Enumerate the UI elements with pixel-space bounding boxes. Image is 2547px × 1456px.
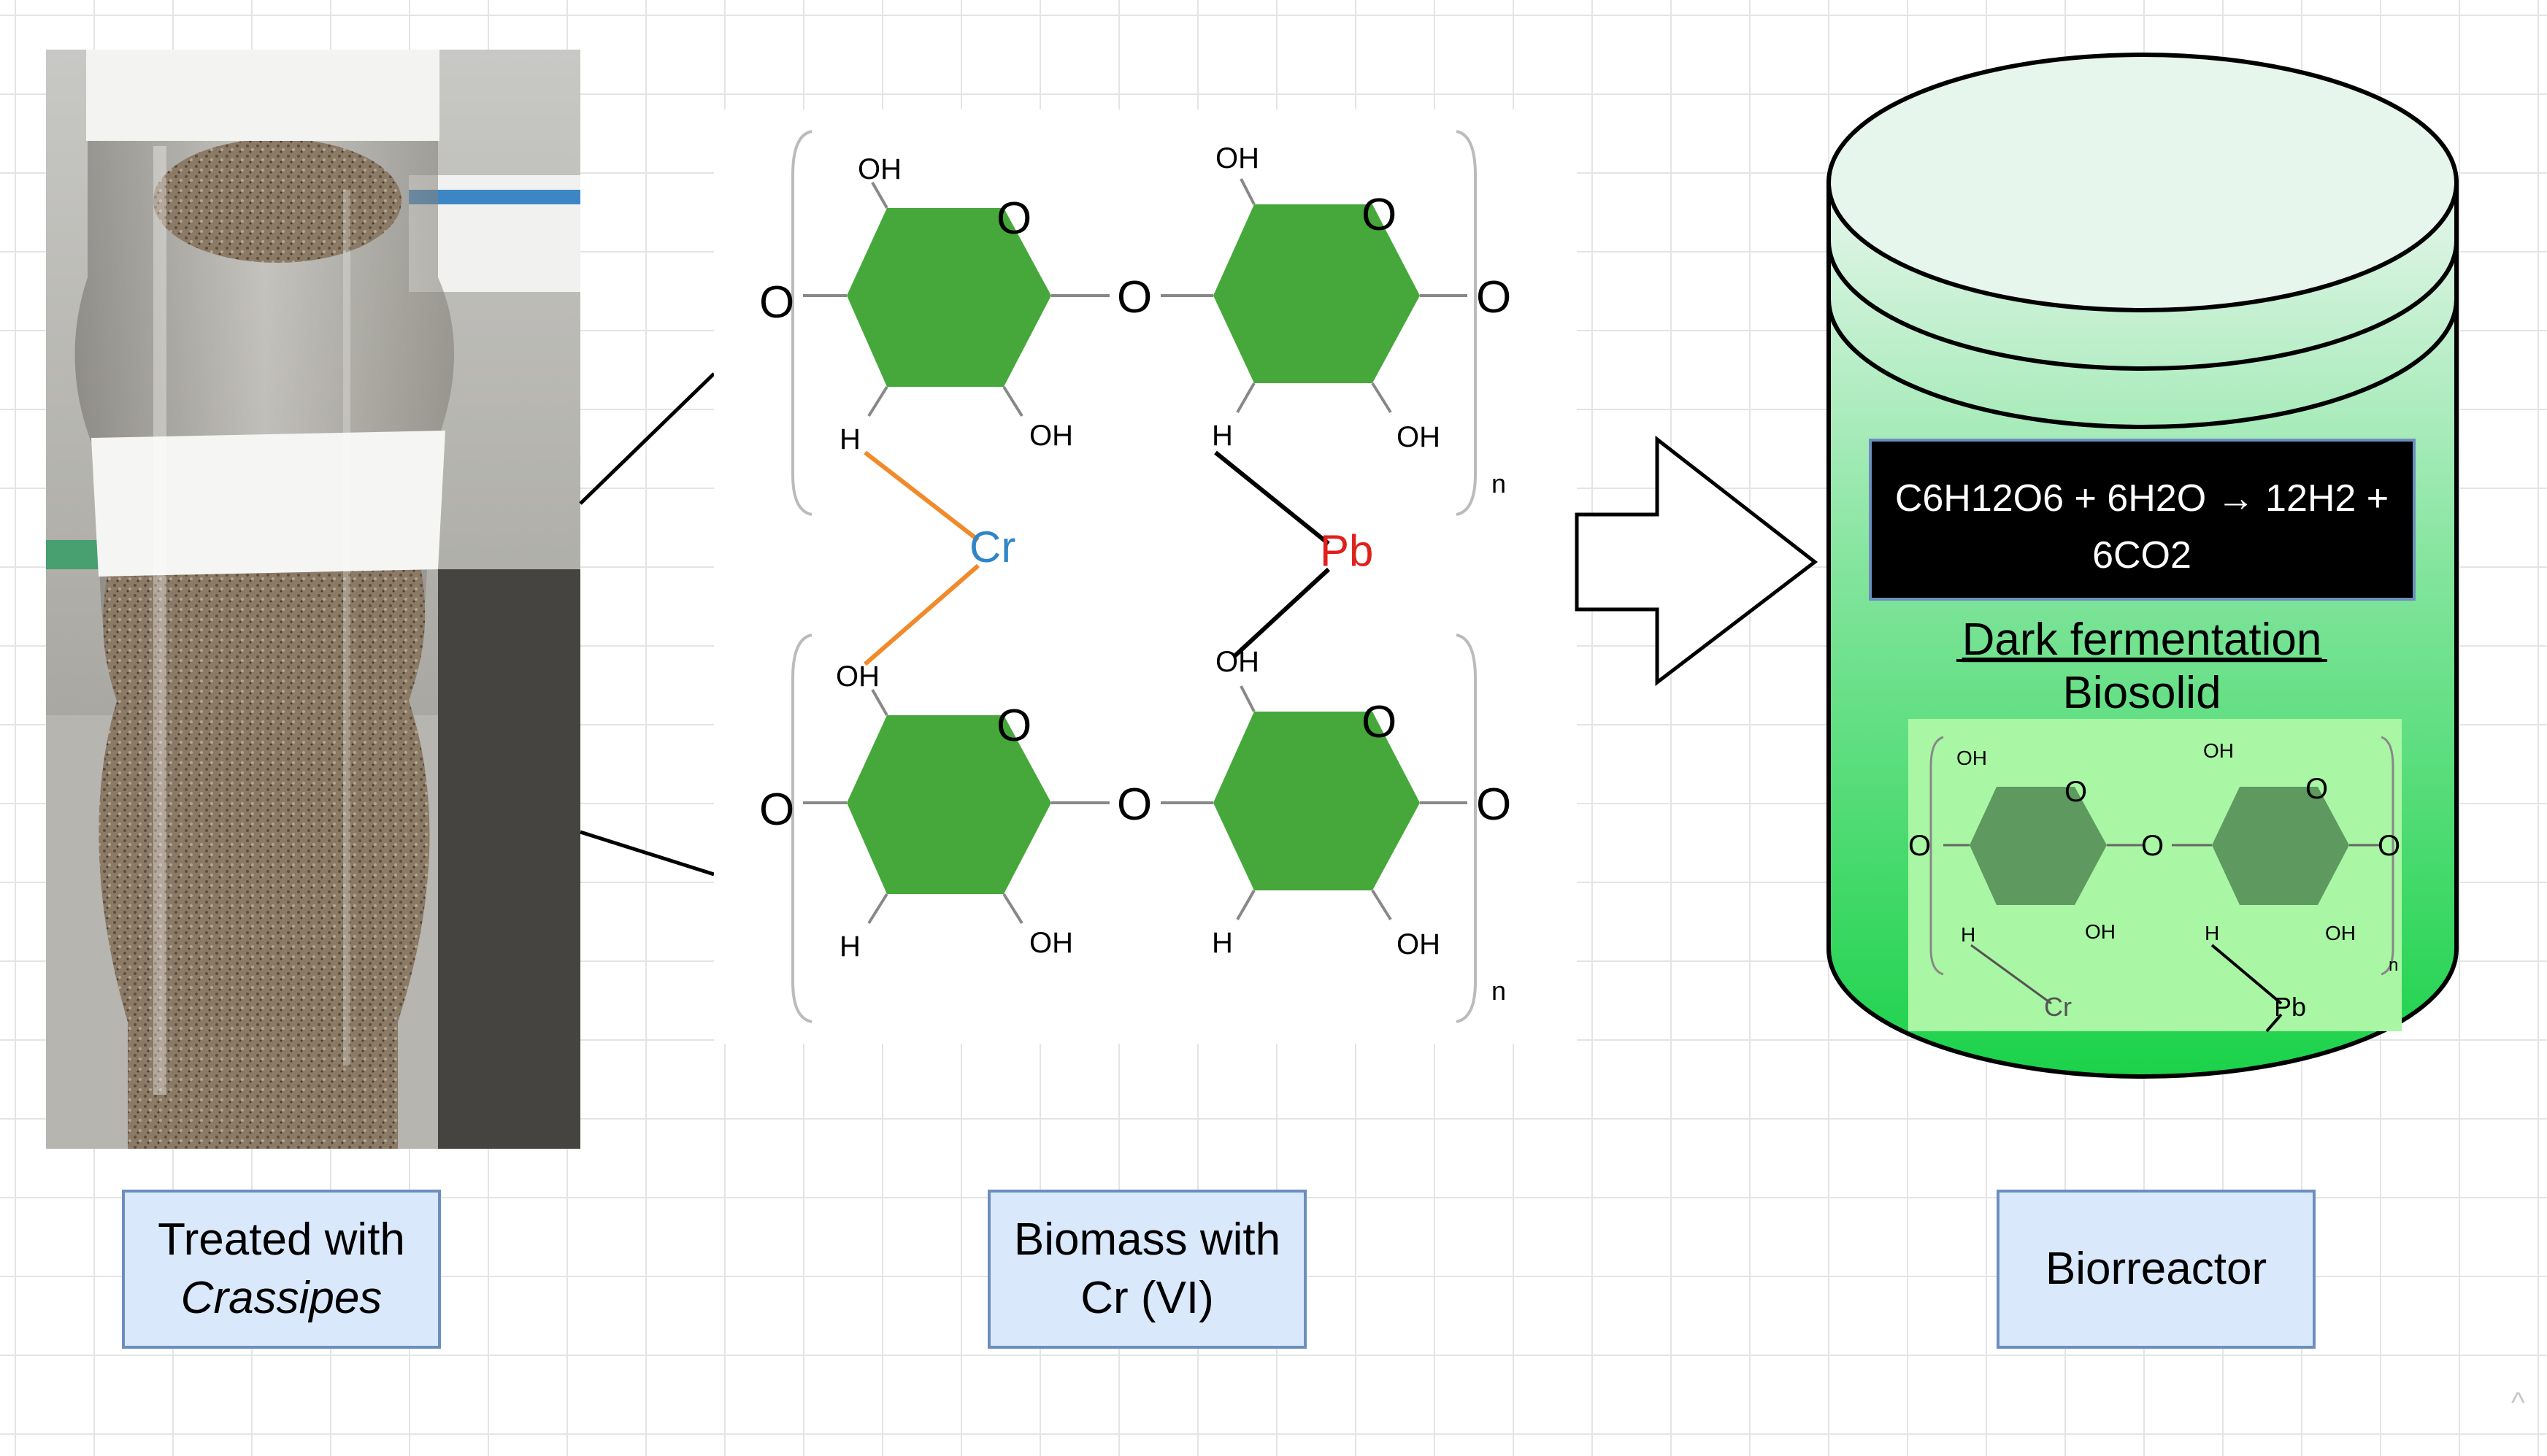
equation-line2: 6CO2: [2092, 534, 2191, 577]
caption-line: Treated with: [158, 1214, 405, 1265]
chromium-label: Cr: [969, 523, 1015, 571]
oh-label: OH: [1215, 142, 1259, 174]
o-label: O: [996, 701, 1032, 751]
o-label: O: [1361, 190, 1397, 240]
o-label: O: [996, 193, 1032, 244]
h-label: H: [1212, 927, 1233, 959]
o-label: O: [1908, 830, 1931, 862]
caption-biomass-cr[interactable]: Biomass with Cr (VI): [988, 1190, 1307, 1349]
lead-label: Pb: [2274, 992, 2306, 1022]
h-label: H: [840, 931, 861, 963]
arrow-right: [1575, 435, 1818, 687]
oh-label: OH: [2325, 922, 2356, 944]
biosolid-label: Biosolid: [2062, 668, 2221, 718]
equation-box: [1869, 439, 2416, 601]
connector-line-bottom: [580, 830, 715, 877]
caption-biorreactor[interactable]: Biorreactor: [1997, 1190, 2316, 1349]
n-label: n: [1491, 469, 1506, 498]
oh-label: OH: [836, 660, 880, 693]
o-label: O: [1476, 272, 1511, 323]
lower-chain: OH OH O O O O O H OH H OH n: [759, 633, 1511, 1023]
h-label: H: [840, 423, 861, 455]
o-label: O: [2141, 830, 2164, 862]
equation-line1: C6H12O6 + 6H2O → 12H2 +: [1895, 477, 2389, 520]
oh-label: OH: [2203, 739, 2234, 762]
o-label: O: [2378, 830, 2400, 862]
caption-line: Biomass with: [1013, 1214, 1281, 1265]
bioreactor-cylinder: C6H12O6 + 6H2O → 12H2 + 6CO2 Dark fermen…: [1826, 53, 2459, 1079]
n-label: n: [1491, 976, 1506, 1006]
oh-label: OH: [1397, 928, 1440, 960]
caption-line: Biorreactor: [2045, 1244, 2267, 1294]
metal-bridges: Cr Pb: [864, 450, 1373, 666]
caption-treated-crassipes[interactable]: Treated with Crassipes: [122, 1190, 441, 1349]
caption-line-italic: Crassipes: [180, 1273, 383, 1323]
o-label: O: [2064, 776, 2087, 808]
oh-label: OH: [1215, 646, 1259, 678]
oh-label: OH: [858, 153, 902, 185]
oh-label: OH: [2085, 920, 2116, 943]
oh-label: OH: [1956, 747, 1987, 769]
upper-chain: OH OH O O O O O H OH H OH n: [759, 130, 1511, 516]
cellulose-structure: OH OH O O O O O H OH H OH n Cr Pb: [714, 109, 1577, 1044]
o-label: O: [1476, 779, 1511, 830]
h-label: H: [1212, 420, 1233, 452]
photo-column: [46, 50, 580, 1149]
o-label: O: [1117, 779, 1152, 830]
caption-line: Cr (VI): [1080, 1273, 1214, 1323]
o-label: O: [759, 785, 794, 835]
biosolid-structure-thumbnail: OH OH O O O O O H OH H OH n Cr Pb: [1908, 719, 2402, 1033]
dark-fermentation-label: Dark fermentation: [1962, 615, 2322, 665]
h-label: H: [2205, 922, 2219, 944]
h-label: H: [1961, 923, 1975, 946]
o-label: O: [1117, 272, 1152, 323]
n-label: n: [2389, 955, 2398, 975]
scroll-caret-icon[interactable]: ^: [2511, 1387, 2525, 1419]
oh-label: OH: [1397, 421, 1440, 453]
oh-label: OH: [1029, 927, 1073, 959]
o-label: O: [759, 277, 794, 328]
chromium-label: Cr: [2044, 992, 2072, 1022]
connector-line-top: [579, 372, 715, 505]
o-label: O: [2305, 773, 2328, 805]
o-label: O: [1361, 697, 1397, 747]
lead-label: Pb: [1320, 526, 1373, 575]
oh-label: OH: [1029, 420, 1073, 452]
